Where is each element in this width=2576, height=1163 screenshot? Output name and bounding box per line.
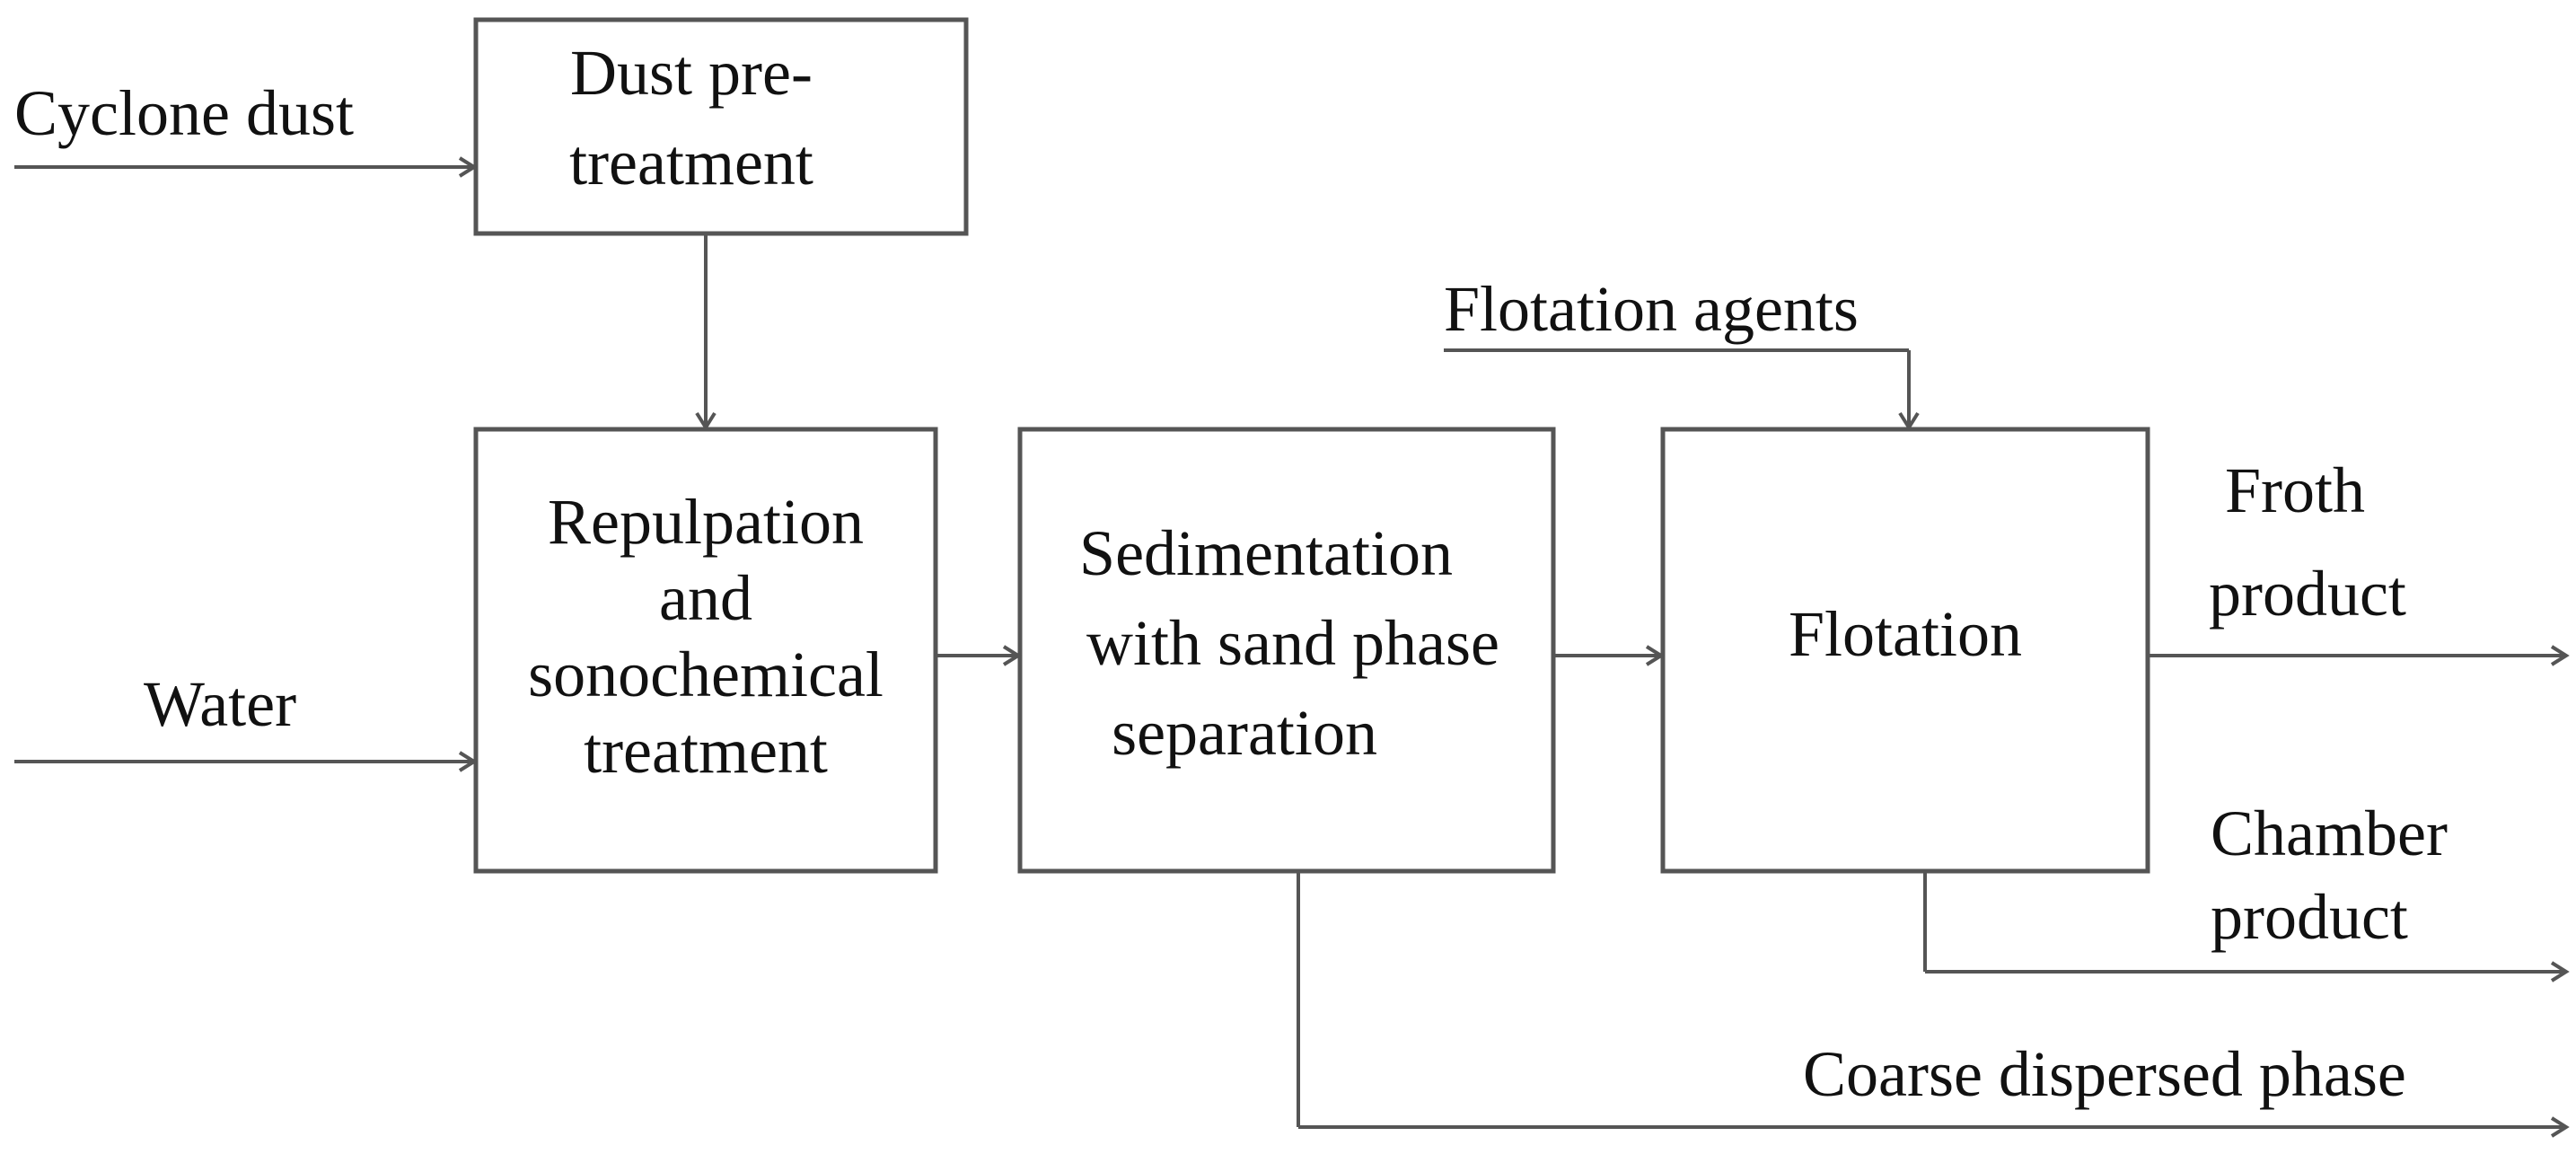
repulpation-label-1: Repulpation	[548, 486, 864, 558]
chamber-product-label-2: product	[2211, 881, 2408, 953]
repulpation-to-sedimentation-arrowhead	[1002, 645, 1022, 666]
dust-pretreatment-box	[473, 17, 969, 236]
coarse-dispersed-phase-label: Coarse dispersed phase	[1803, 1038, 2406, 1110]
sedimentation-box	[1017, 427, 1556, 874]
cyclone-dust-label: Cyclone dust	[14, 77, 354, 149]
repulpation-label-3: sonochemical	[528, 639, 884, 710]
froth-product-label-1: Froth	[2225, 454, 2365, 526]
froth-product-label-2: product	[2209, 558, 2406, 630]
sedimentation-label-1: Sedimentation	[1079, 517, 1453, 589]
flotation-agents-arrowhead	[1898, 411, 1920, 431]
repulpation-label-2: and	[659, 562, 752, 634]
froth-product-arrowhead	[2550, 645, 2570, 666]
chamber-product-arrowhead	[2550, 961, 2570, 982]
water-arrowhead	[458, 751, 478, 772]
chamber-product-label-1: Chamber	[2211, 797, 2448, 869]
repulpation-label-4: treatment	[584, 715, 828, 787]
pretreatment-down-arrowhead	[695, 411, 717, 431]
dust-pretreatment-label-2: treatment	[569, 127, 813, 198]
flotation-box	[1660, 427, 2150, 874]
sedimentation-label-3: separation	[1112, 697, 1377, 769]
coarse-phase-arrowhead	[2550, 1116, 2570, 1138]
repulpation-box	[473, 427, 938, 874]
sedimentation-label-2: with sand phase	[1086, 607, 1499, 679]
flotation-label: Flotation	[1789, 598, 2022, 670]
dust-pretreatment-label-1: Dust pre-	[570, 37, 813, 109]
water-label: Water	[144, 668, 296, 740]
sedimentation-to-flotation-arrowhead	[1645, 645, 1665, 666]
cyclone-dust-arrowhead	[458, 156, 478, 178]
flotation-agents-label: Flotation agents	[1444, 273, 1859, 345]
